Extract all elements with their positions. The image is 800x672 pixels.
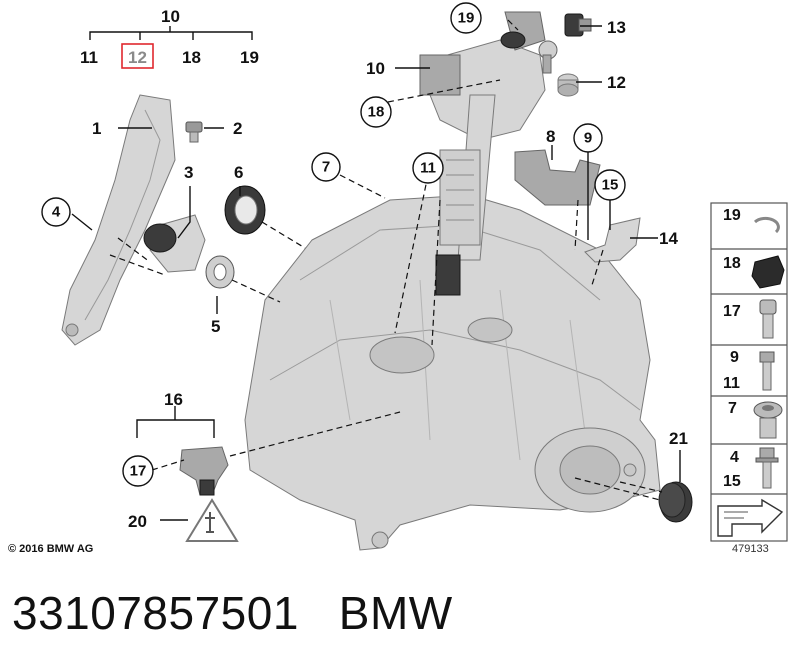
- callout-20[interactable]: 20: [128, 512, 147, 531]
- part-14-clip: [584, 217, 641, 263]
- callout-13[interactable]: 13: [607, 18, 626, 37]
- svg-text:17: 17: [130, 463, 147, 480]
- legend-9[interactable]: 9: [730, 349, 739, 366]
- callout-21[interactable]: 21: [669, 429, 688, 448]
- legend-11[interactable]: 11: [723, 375, 740, 392]
- part-13-sensor: [564, 13, 592, 37]
- svg-text:4: 4: [52, 204, 61, 221]
- callout-17[interactable]: 17: [122, 455, 154, 487]
- drain-plug-icon: [753, 401, 783, 439]
- circlip-icon: [753, 216, 780, 234]
- part-3-release-bearing: [143, 214, 206, 273]
- header-group-number: 10: [161, 7, 180, 26]
- callout-9[interactable]: 9: [573, 123, 603, 153]
- svg-text:18: 18: [368, 104, 385, 121]
- hex-bolt-icon: [759, 351, 775, 391]
- part-1-release-lever: [61, 94, 176, 346]
- parts-diagram: 10 11 12 18 19: [41, 2, 788, 551]
- legend-17[interactable]: 17: [723, 303, 741, 320]
- svg-text:9: 9: [584, 130, 592, 147]
- part-20-warning-icon: [185, 498, 239, 542]
- leader-lines: [71, 19, 681, 521]
- part-16-sensor: [179, 446, 229, 496]
- callout-6[interactable]: 6: [234, 163, 243, 182]
- highlight-box: [121, 43, 154, 69]
- callout-4[interactable]: 4: [41, 197, 71, 227]
- callout-16[interactable]: 16: [164, 390, 183, 409]
- callout-14[interactable]: 14: [659, 229, 678, 248]
- callout-3[interactable]: 3: [184, 163, 193, 182]
- svg-text:19: 19: [458, 10, 475, 27]
- legend-19[interactable]: 19: [723, 207, 741, 224]
- bushing-icon: [751, 255, 785, 289]
- part-6-seal: [224, 185, 266, 235]
- shift-lever-assembly: [419, 11, 558, 296]
- footer-part-line: 33107857501 BMW: [12, 586, 453, 640]
- header-item-19[interactable]: 19: [240, 48, 259, 67]
- legend-15[interactable]: 15: [723, 473, 741, 490]
- header-group-10: 10 11 12 18 19: [80, 7, 259, 69]
- part-21-plug: [658, 481, 693, 523]
- callout-2[interactable]: 2: [233, 119, 242, 138]
- cap-screw-icon: [759, 299, 777, 339]
- callout-19[interactable]: 19: [450, 2, 482, 34]
- part-2-bolt: [185, 121, 203, 143]
- gearbox-housing: [244, 194, 661, 551]
- callout-8[interactable]: 8: [546, 127, 555, 146]
- part-12-bushing: [557, 73, 579, 97]
- header-item-12-highlighted[interactable]: 12: [128, 48, 147, 67]
- diagram-number: 479133: [732, 543, 769, 555]
- legend-7[interactable]: 7: [728, 400, 737, 417]
- callout-12[interactable]: 12: [607, 73, 626, 92]
- legend-4[interactable]: 4: [730, 449, 739, 466]
- callouts: 1 2 3 4 5 6 7 8 9 10 11 12 13 14 15 16: [41, 2, 688, 531]
- part-8-bracket: [514, 149, 601, 206]
- svg-text:11: 11: [420, 160, 436, 177]
- copyright-text: © 2016 BMW AG: [8, 543, 94, 555]
- callout-11[interactable]: 11: [412, 152, 444, 184]
- arrow-icon[interactable]: [717, 498, 784, 537]
- callout-10[interactable]: 10: [366, 59, 385, 78]
- callout-15[interactable]: 15: [594, 169, 626, 201]
- callout-5[interactable]: 5: [211, 317, 220, 336]
- part-5-washer: [205, 255, 235, 289]
- header-item-11[interactable]: 11: [80, 48, 98, 67]
- legend-panel: 19 18 17 9 11 7 4 15: [710, 202, 788, 542]
- part-number: 33107857501: [12, 587, 299, 639]
- svg-text:15: 15: [602, 177, 619, 194]
- callout-18[interactable]: 18: [360, 96, 392, 128]
- header-item-18[interactable]: 18: [182, 48, 201, 67]
- flange-bolt-icon: [755, 447, 779, 489]
- callout-1[interactable]: 1: [92, 119, 101, 138]
- legend-18[interactable]: 18: [723, 255, 741, 272]
- svg-text:7: 7: [322, 159, 330, 176]
- brand-name: BMW: [338, 587, 453, 639]
- callout-7[interactable]: 7: [311, 152, 341, 182]
